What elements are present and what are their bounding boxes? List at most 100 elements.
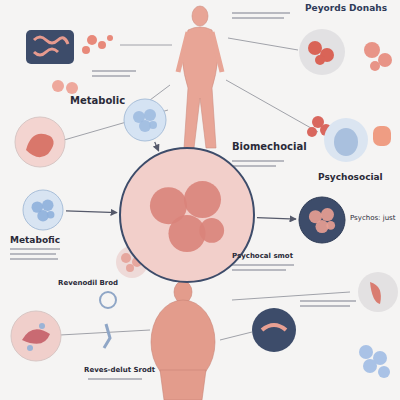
illustration-part: [232, 269, 286, 271]
illustration-part: [324, 118, 368, 162]
illustration-part: [192, 6, 208, 26]
topic-circle: Biomechocial: [119, 147, 255, 283]
topic-heading: Metabofic: [10, 235, 60, 245]
illustration-part: [34, 37, 68, 55]
illustration-part: [363, 359, 377, 373]
circle-art: [321, 208, 334, 221]
circle-art: [326, 221, 335, 230]
connector-arrow: [257, 218, 296, 219]
illustration-part: [334, 128, 358, 156]
illustration-part: [104, 324, 110, 348]
circle-outline: [298, 196, 346, 244]
illustration-part: [82, 35, 113, 54]
circle-art: [184, 181, 221, 218]
illustration-part: [10, 258, 58, 260]
illustration-part: [232, 160, 284, 162]
illustration-part: [359, 345, 373, 359]
illustration-part: [27, 323, 45, 351]
connector-arrow: [66, 211, 117, 213]
topic-circle: PsychosocialPsychos: just: [298, 196, 346, 244]
illustration-part: [126, 264, 134, 272]
circle-art: [42, 200, 53, 211]
circle-art: [199, 218, 224, 243]
topic-heading: Metabolic: [70, 95, 125, 107]
illustration-part: [52, 80, 64, 92]
illustration-part: [26, 134, 54, 157]
illustration-part: [150, 85, 170, 100]
illustration-part: [39, 323, 45, 329]
illustration-part: [358, 272, 398, 312]
illustration-part: [82, 46, 90, 54]
circle-shape: [124, 99, 166, 141]
illustration-part: [27, 345, 33, 351]
illustration-part: [373, 126, 391, 146]
illustration-part: [26, 30, 74, 64]
illustration-part: [308, 41, 322, 55]
illustration-part: [378, 366, 390, 378]
illustration-part: [364, 42, 380, 58]
illustration-part: [92, 75, 130, 77]
illustration-part: [364, 42, 392, 71]
circle-shape: [120, 148, 254, 282]
illustration-part: [378, 53, 392, 67]
circle-outline: [22, 189, 64, 231]
illustration-part: [107, 35, 113, 41]
circle-art: [47, 211, 55, 219]
circle-shape: [299, 197, 345, 243]
illustration-part: [300, 305, 350, 307]
illustration-part: [308, 41, 334, 65]
illustration-part: [66, 82, 78, 94]
title-label: Peyords Donahs: [305, 3, 387, 13]
illustration-part: [252, 308, 296, 352]
illustration-part: [359, 345, 390, 378]
illustration-part: [315, 55, 325, 65]
illustration-part: [182, 27, 218, 148]
illustration-part: [15, 117, 65, 167]
illustration-part: [151, 281, 215, 400]
illustration-part: [88, 378, 142, 380]
circle-outline: [119, 147, 255, 283]
illustration-part: [178, 6, 222, 148]
illustration-part: [307, 127, 317, 137]
illustration-part: [300, 300, 356, 302]
callout-label: Psychocal smot: [232, 252, 293, 260]
illustration-part: [11, 311, 61, 361]
illustration-part: [98, 41, 106, 49]
illustration-part: [220, 332, 252, 340]
illustration-part: [121, 253, 131, 263]
topic-circle: Metabofic: [22, 189, 64, 231]
topic-heading: Psychosocial: [318, 172, 383, 182]
illustration-part: [232, 165, 276, 167]
topic-heading: Biomechocial: [232, 141, 307, 153]
circle-art: [149, 121, 157, 129]
illustration-part: [120, 45, 172, 46]
topic-circle: Metabolic: [123, 98, 167, 142]
circle-art: [144, 109, 156, 121]
illustration-part: [262, 325, 286, 330]
illustration-part: [232, 17, 284, 19]
illustration-part: [232, 292, 350, 300]
illustration-part: [100, 292, 116, 308]
illustration-part: [10, 248, 60, 250]
circle-outline: [123, 98, 167, 142]
illustration-part: [232, 264, 294, 266]
illustration-part: [22, 329, 50, 344]
callout-label: Revenodil Brod: [58, 279, 118, 287]
illustration-part: [228, 38, 298, 50]
topic-note: Psychos: just: [350, 214, 395, 222]
illustration-part: [87, 35, 97, 45]
illustration-part: [370, 282, 381, 304]
connector-arrow: [155, 142, 159, 151]
circle-shape: [23, 190, 63, 230]
illustration-part: [299, 29, 345, 75]
illustration-part: [92, 70, 136, 72]
illustration-part: [160, 370, 206, 400]
illustration-part: [232, 12, 290, 14]
illustration-part: [52, 80, 78, 94]
illustration-part: [178, 32, 222, 72]
illustration-part: [60, 330, 150, 335]
callout-label: Reves-delut Srodt: [84, 366, 155, 374]
illustration-part: [370, 61, 380, 71]
illustration-part: [10, 253, 56, 255]
